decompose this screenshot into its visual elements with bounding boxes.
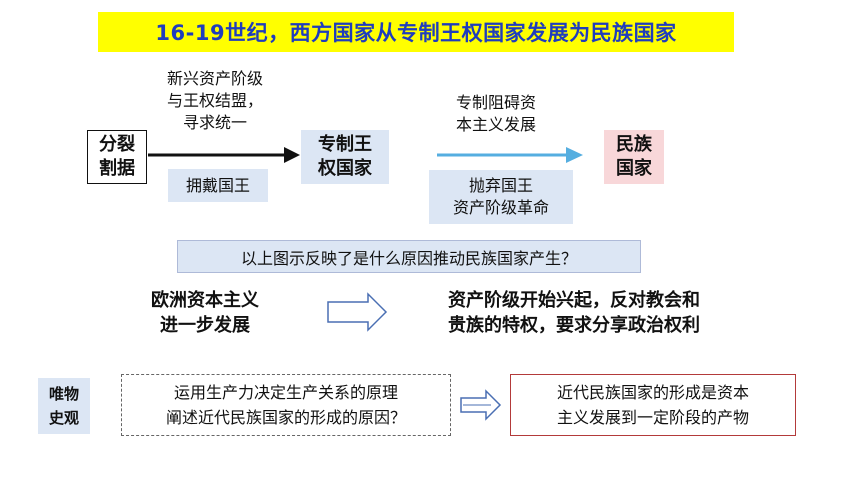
question-box: 以上图示反映了是什么原因推动民族国家产生？ xyxy=(177,240,641,273)
arrow1-below-label: 拥戴国王 xyxy=(168,169,268,202)
arrow2-below-label: 抛弃国王 资产阶级革命 xyxy=(429,170,573,224)
arrow-split-to-absolute xyxy=(148,147,300,163)
cause-text: 欧洲资本主义 进一步发展 xyxy=(151,290,259,336)
stage-split: 分裂 割据 xyxy=(87,130,147,184)
conclusion-box: 近代民族国家的形成是资本 主义发展到一定阶段的产物 xyxy=(510,374,796,436)
arrow2-above-label: 专制阻碍资 本主义发展 xyxy=(455,93,536,134)
double-arrow-prompt-conclusion xyxy=(460,389,502,421)
materialism-label: 唯物 史观 xyxy=(38,378,90,434)
effect-text: 资产阶级开始兴起，反对教会和 贵族的特权，要求分享政治权利 xyxy=(448,290,700,336)
hollow-arrow-cause-effect xyxy=(327,292,388,332)
arrow1-above-label: 新兴资产阶级 与王权结盟， 寻求统一 xyxy=(166,69,263,132)
stage-nation-state: 民族 国家 xyxy=(604,130,664,184)
page-title: 16-19世纪，西方国家从专制王权国家发展为民族国家 xyxy=(98,12,734,52)
prompt-box: 运用生产力决定生产关系的原理 阐述近代民族国家的形成的原因？ xyxy=(121,374,451,436)
arrow-absolute-to-nation xyxy=(437,147,583,163)
stage-absolute-monarchy: 专制王 权国家 xyxy=(301,130,389,184)
